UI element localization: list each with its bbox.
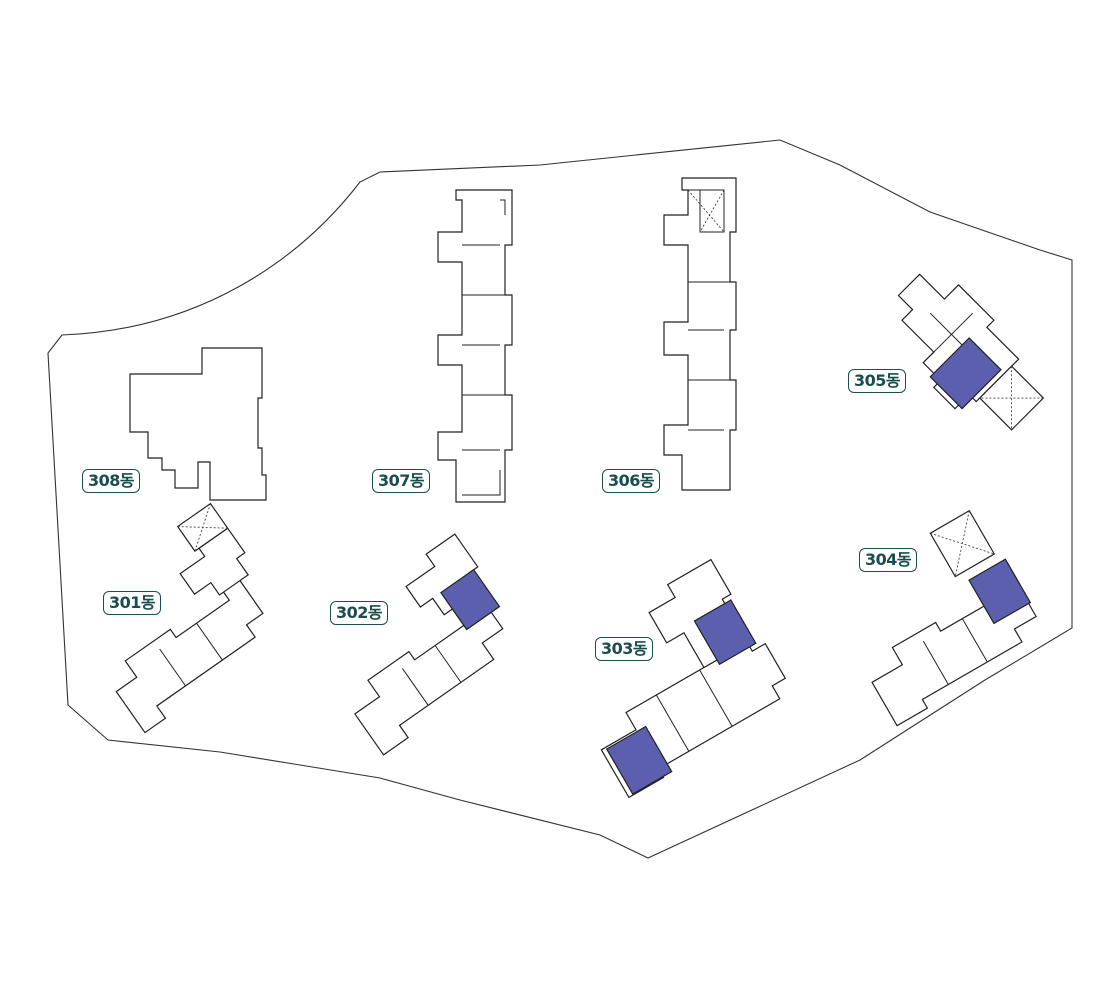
label-306: 306동 xyxy=(602,469,661,493)
label-302: 302동 xyxy=(330,601,389,625)
label-307: 307동 xyxy=(372,469,431,493)
label-304: 304동 xyxy=(859,548,918,572)
building-306[interactable] xyxy=(663,177,737,491)
building-308[interactable] xyxy=(129,347,267,501)
building-303[interactable] xyxy=(546,557,797,799)
building-301[interactable] xyxy=(59,502,297,734)
label-301: 301동 xyxy=(103,591,162,615)
building-305[interactable] xyxy=(870,260,1057,447)
building-302[interactable] xyxy=(303,533,535,756)
building-304[interactable] xyxy=(822,507,1050,727)
label-308: 308동 xyxy=(82,469,141,493)
label-305: 305동 xyxy=(848,369,907,393)
label-303: 303동 xyxy=(595,637,654,661)
site-boundary xyxy=(47,139,1073,859)
building-307[interactable] xyxy=(437,189,513,503)
